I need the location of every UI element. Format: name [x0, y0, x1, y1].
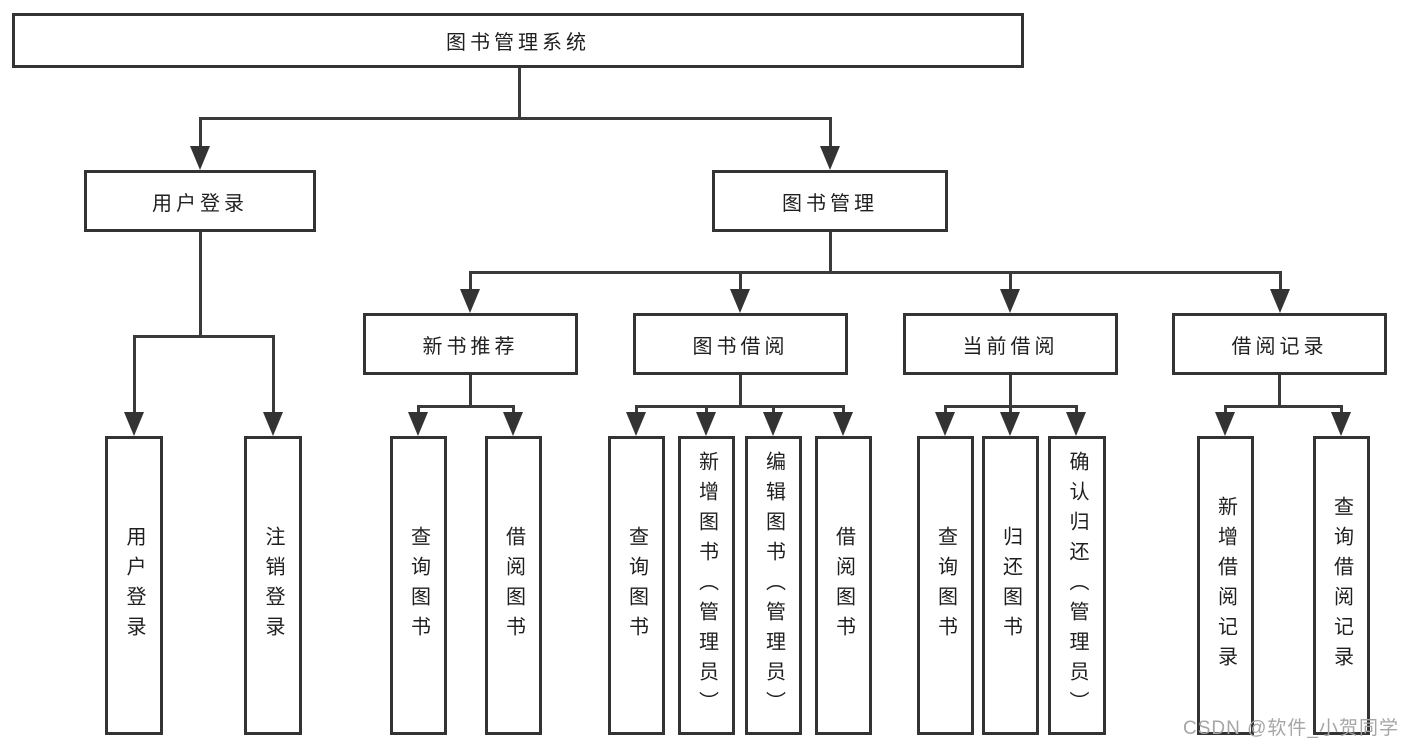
- node-label: 新增图书（管理员）: [695, 450, 718, 721]
- node-user-login: 用户登录: [84, 170, 316, 232]
- leaf-query-borrow-record: 查询借阅记录: [1313, 436, 1370, 735]
- node-book-borrowing: 图书借阅: [633, 313, 848, 375]
- node-current-borrowing: 当前借阅: [903, 313, 1118, 375]
- connector-newbook-stem: [469, 375, 472, 405]
- connector-leaf-drop: [772, 405, 775, 413]
- leaf-user-login: 用户登录: [105, 436, 163, 735]
- connector-leaf-drop: [1009, 405, 1012, 413]
- node-new-book-recommend: 新书推荐: [363, 313, 578, 375]
- leaf-return-books: 归还图书: [982, 436, 1039, 735]
- leaf-borrow-query-books: 查询图书: [608, 436, 665, 735]
- node-label: 编辑图书（管理员）: [762, 450, 785, 721]
- connector-records-drop: [1279, 271, 1282, 290]
- arrowhead-down-icon: [730, 289, 750, 313]
- arrowhead-down-icon: [1215, 412, 1235, 436]
- node-label: 查询图书: [625, 525, 648, 646]
- connector-current-stem: [1009, 375, 1012, 405]
- connector-records-split: [1224, 405, 1342, 408]
- connector-leaf-drop: [1075, 405, 1078, 413]
- node-label: 查询图书: [934, 525, 957, 646]
- arrowhead-down-icon: [124, 412, 144, 436]
- node-label: 查询借阅记录: [1330, 495, 1353, 676]
- leaf-add-borrow-record: 新增借阅记录: [1197, 436, 1254, 735]
- node-label: 借阅图书: [502, 525, 525, 646]
- connector-newbook-split: [417, 405, 515, 408]
- arrowhead-down-icon: [503, 412, 523, 436]
- leaf-newbook-query-books: 查询图书: [390, 436, 447, 735]
- arrowhead-down-icon: [820, 146, 840, 170]
- node-label: 归还图书: [999, 525, 1022, 646]
- leaf-add-books-admin: 新增图书（管理员）: [678, 436, 735, 735]
- connector-login-c2-drop: [272, 335, 275, 413]
- arrowhead-down-icon: [263, 412, 283, 436]
- node-label: 用户登录: [123, 525, 145, 646]
- arrowhead-down-icon: [1000, 412, 1020, 436]
- node-label: 查询图书: [407, 525, 430, 646]
- connector-mgmt-drop: [829, 117, 832, 147]
- connector-login-stem: [199, 232, 202, 335]
- connector-login-drop: [199, 117, 202, 147]
- node-label: 确认归还（管理员）: [1066, 450, 1088, 721]
- arrowhead-down-icon: [935, 412, 955, 436]
- leaf-edit-books-admin: 编辑图书（管理员）: [745, 436, 802, 735]
- arrowhead-down-icon: [696, 412, 716, 436]
- connector-leaf-drop: [635, 405, 638, 413]
- connector-newbook-drop: [469, 271, 472, 290]
- node-label: 新增借阅记录: [1214, 495, 1237, 676]
- connector-root-stem: [518, 68, 521, 117]
- leaf-borrow-books: 借阅图书: [815, 436, 872, 735]
- arrowhead-down-icon: [833, 412, 853, 436]
- connector-borrow-split: [635, 405, 845, 408]
- arrowhead-down-icon: [190, 146, 210, 170]
- connector-borrow-stem: [739, 375, 742, 405]
- connector-records-stem: [1278, 375, 1281, 405]
- connector-leaf-drop: [705, 405, 708, 413]
- arrowhead-down-icon: [1000, 289, 1020, 313]
- connector-current-drop: [1009, 271, 1012, 290]
- arrowhead-down-icon: [1270, 289, 1290, 313]
- csdn-watermark: CSDN @软件_小贺同学: [1183, 718, 1399, 739]
- arrowhead-down-icon: [460, 289, 480, 313]
- arrowhead-down-icon: [1331, 412, 1351, 436]
- connector-login-c1-drop: [133, 335, 136, 413]
- arrowhead-down-icon: [1066, 412, 1086, 436]
- leaf-current-query-books: 查询图书: [917, 436, 974, 735]
- node-book-management: 图书管理: [712, 170, 948, 232]
- node-label: 注销登录: [262, 525, 284, 646]
- connector-leaf-drop: [1224, 405, 1227, 413]
- leaf-newbook-borrow-books: 借阅图书: [485, 436, 542, 735]
- connector-mgmt-stem: [829, 232, 832, 271]
- connector-mgmt-split: [469, 271, 1282, 274]
- connector-leaf-drop: [1340, 405, 1343, 413]
- connector-leaf-drop: [512, 405, 515, 413]
- node-library-management-system: 图书管理系统: [12, 13, 1024, 68]
- arrowhead-down-icon: [626, 412, 646, 436]
- connector-borrow-drop: [739, 271, 742, 290]
- leaf-logout: 注销登录: [244, 436, 302, 735]
- leaf-confirm-return-admin: 确认归还（管理员）: [1048, 436, 1106, 735]
- connector-leaf-drop: [842, 405, 845, 413]
- connector-login-split: [133, 335, 275, 338]
- arrowhead-down-icon: [408, 412, 428, 436]
- connector-leaf-drop: [944, 405, 947, 413]
- connector-root-split: [199, 117, 832, 120]
- node-label: 借阅图书: [832, 525, 855, 646]
- connector-leaf-drop: [417, 405, 420, 413]
- arrowhead-down-icon: [763, 412, 783, 436]
- node-borrowing-records: 借阅记录: [1172, 313, 1387, 375]
